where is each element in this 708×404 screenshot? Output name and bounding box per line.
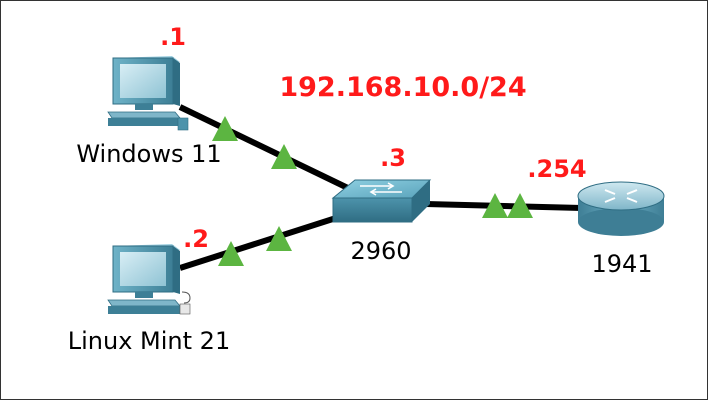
windows-ip-suffix: .1 [160,23,186,51]
router-ip-suffix: .254 [527,155,586,183]
switch-2960[interactable]: 2960 [331,179,432,265]
pc-icon [107,56,189,131]
link-status-indicators [212,116,533,266]
router-icon [577,181,665,236]
link-up-triangle-icon [212,116,238,141]
router-1941[interactable]: 1941 [577,181,665,278]
link-up-triangle-icon [266,226,292,251]
windows-pc[interactable]: Windows 11 [76,56,222,168]
switch-ip-suffix: .3 [380,144,406,172]
link-switch-router[interactable] [425,201,583,211]
pc-icon [107,244,191,315]
linux-ip-suffix: .2 [183,225,209,253]
switch-label: 2960 [350,237,411,265]
link-up-triangle-icon [218,241,244,266]
linux-pc-label: Linux Mint 21 [68,327,230,355]
link-up-triangle-icon [271,144,297,169]
link-linux-switch[interactable] [179,215,337,271]
link-windows-switch[interactable] [178,104,354,193]
link-up-triangle-icon [482,193,508,218]
switch-icon [331,179,432,223]
link-up-triangle-icon [507,193,533,218]
linux-pc[interactable]: Linux Mint 21 [68,244,230,355]
windows-pc-label: Windows 11 [76,140,221,168]
router-label: 1941 [591,250,652,278]
subnet-label: 192.168.10.0/24 [279,72,526,103]
links [178,104,583,271]
